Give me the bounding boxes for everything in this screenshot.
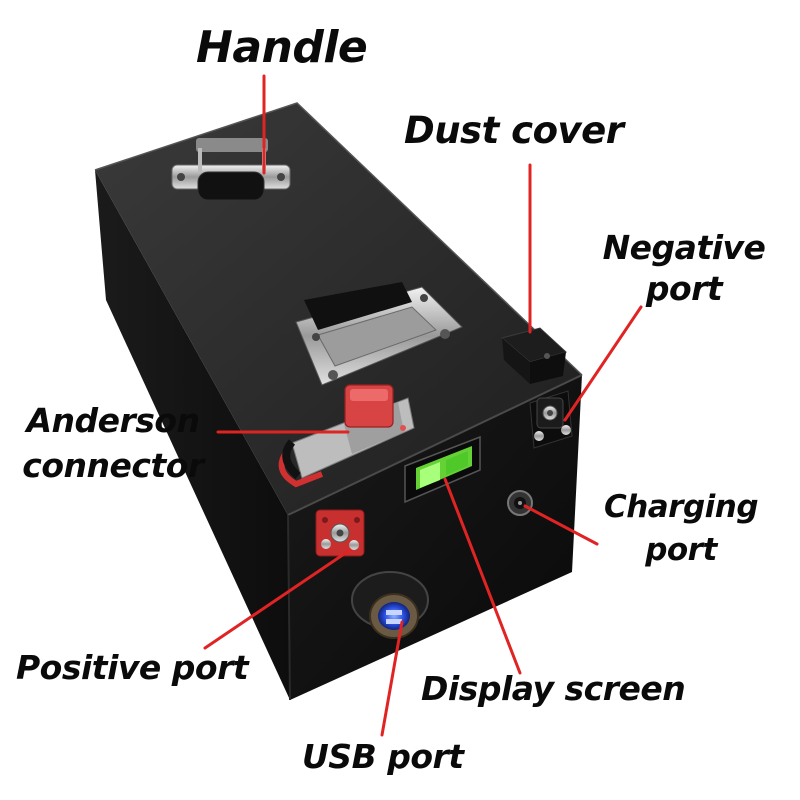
label-negative-port: Negative port <box>594 231 774 305</box>
leader-line-charging-port <box>523 504 599 546</box>
label-anderson-connector-line-1: Anderson <box>26 401 200 440</box>
dust-cover <box>500 327 567 384</box>
positive-port-terminal <box>315 509 365 557</box>
label-handle: Handle <box>196 22 368 73</box>
charging-port-socket <box>507 490 533 516</box>
display-screen-panel <box>404 435 481 504</box>
label-charging-port: Charging port <box>596 492 766 566</box>
negative-port-terminal <box>529 390 573 449</box>
leader-line-positive-port <box>203 548 352 650</box>
label-negative-port-line-2: port <box>645 269 723 308</box>
label-negative-port-line-1: Negative <box>602 228 766 267</box>
label-dust-cover: Dust cover <box>404 109 624 152</box>
label-anderson-connector: Anderson connector <box>8 404 218 482</box>
battery-front-edge <box>287 374 583 516</box>
rear-handle <box>171 138 291 201</box>
leader-line-negative-port <box>563 305 643 422</box>
front-handle <box>295 282 463 386</box>
label-anderson-connector-line-2: connector <box>22 446 204 485</box>
battery-top-edge-highlight <box>94 102 583 376</box>
leader-line-usb-port <box>380 620 404 737</box>
battery-corner-edge <box>287 514 291 701</box>
label-usb-port: USB port <box>302 737 464 776</box>
label-positive-port: Positive port <box>16 648 249 687</box>
label-display-screen: Display screen <box>421 669 686 708</box>
leader-lines <box>203 74 643 737</box>
anderson-connector <box>278 384 415 488</box>
label-charging-port-line-2: port <box>645 532 717 568</box>
label-charging-port-line-1: Charging <box>603 489 759 525</box>
battery-left-side <box>95 170 290 700</box>
leader-line-display-screen <box>443 477 522 675</box>
